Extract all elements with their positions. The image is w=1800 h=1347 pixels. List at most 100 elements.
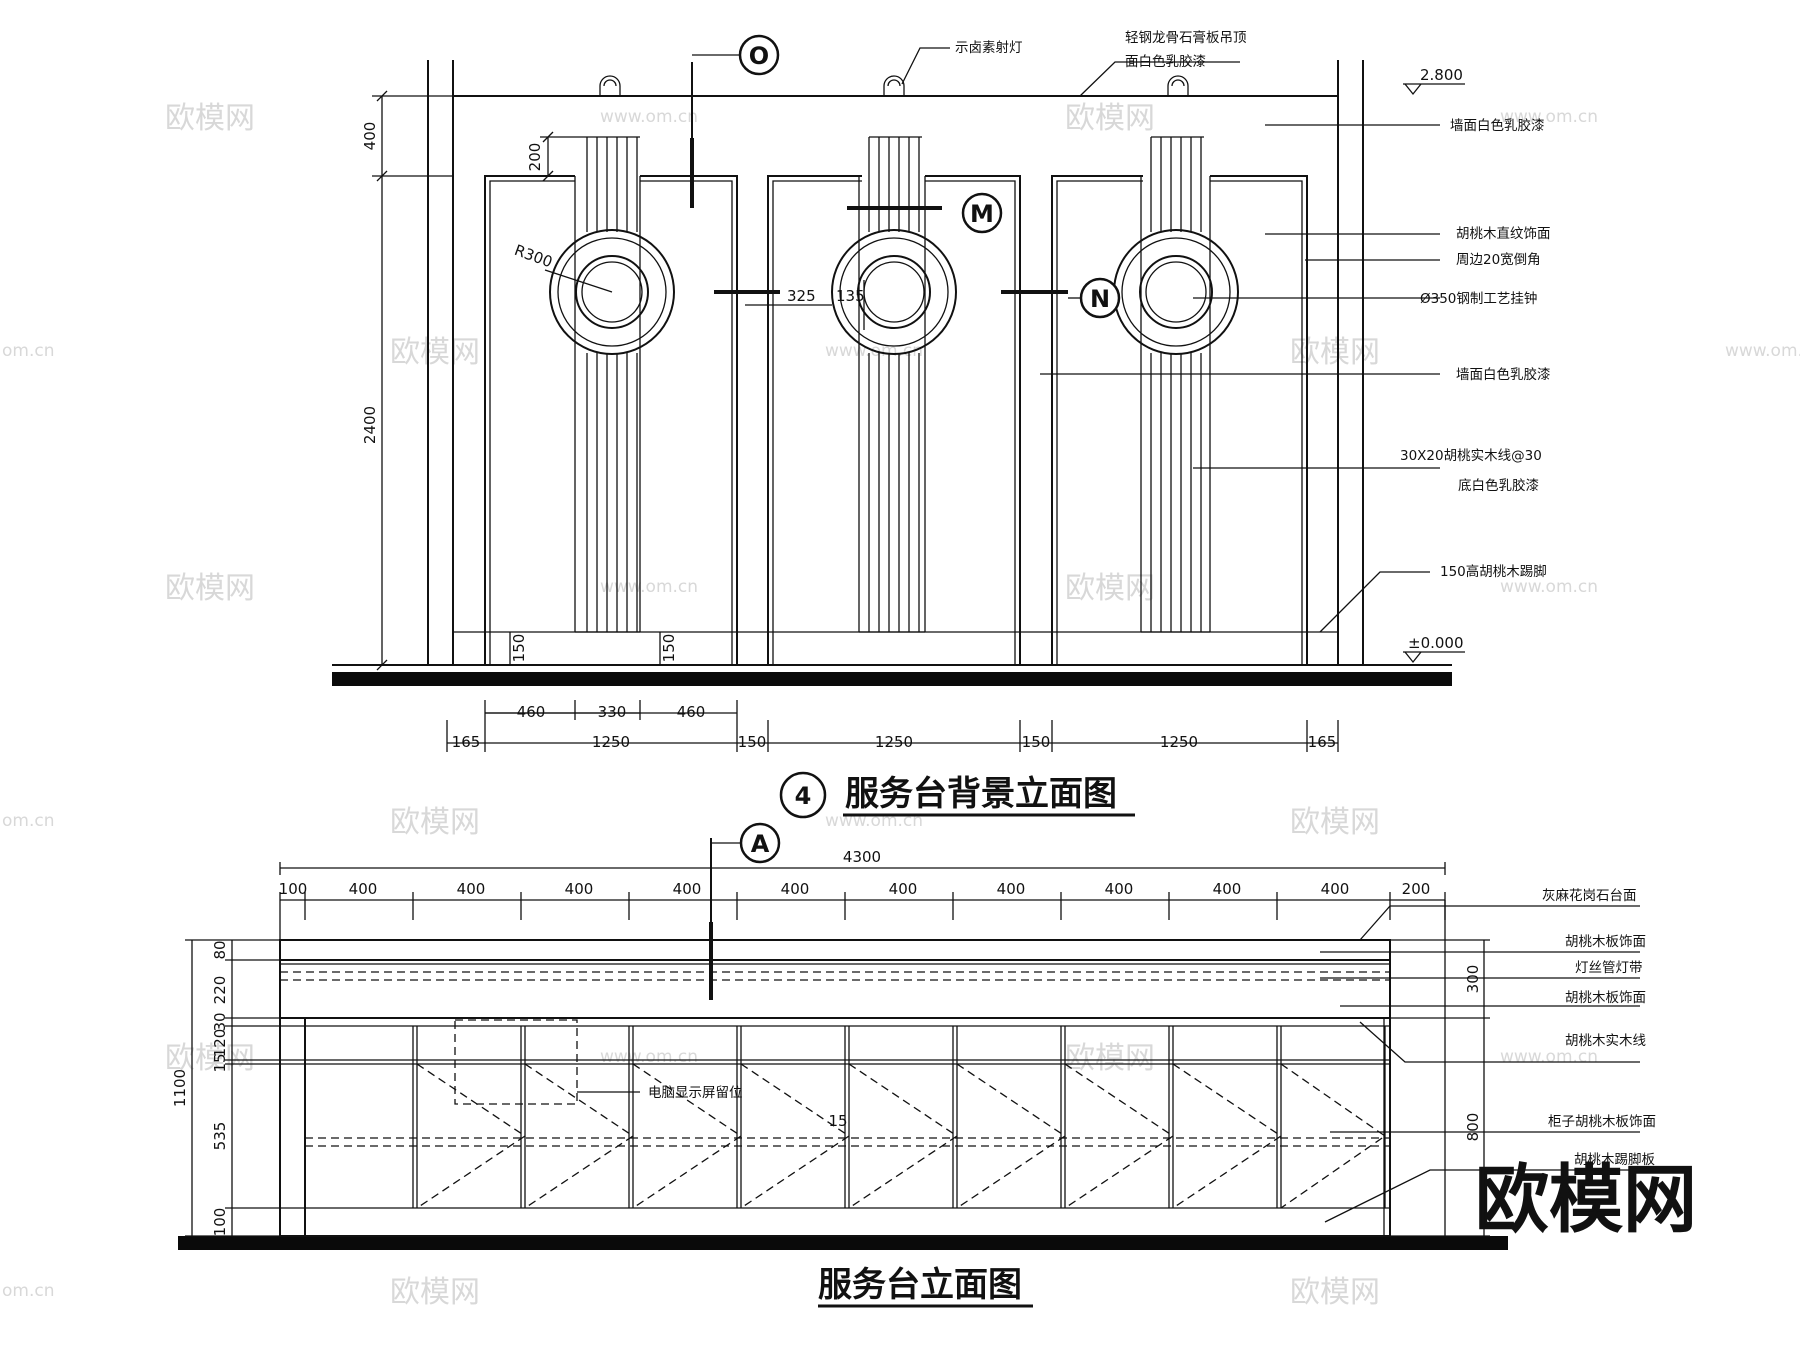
watermark-url: www.om.cn — [1500, 577, 1598, 597]
top-dim: 400 — [1105, 880, 1134, 898]
dim-165-b: 165 — [1308, 733, 1337, 751]
elevation-marker-top: 2.800 — [1403, 66, 1465, 96]
watermark-url: www.om.cn — [1500, 1047, 1598, 1067]
top-dim: 100 — [279, 880, 308, 898]
top-dim: 400 — [1321, 880, 1350, 898]
dim-1250-b: 1250 — [875, 733, 913, 751]
top-dim: 400 — [781, 880, 810, 898]
floor-slab-lower — [178, 1236, 1508, 1250]
dim-1250-a: 1250 — [592, 733, 630, 751]
elevation-top-label: 2.800 — [1420, 66, 1463, 84]
screen-reserve-box — [454, 1019, 578, 1105]
dim-135: 135 — [836, 287, 865, 305]
watermark-url: www.om.cn — [1500, 107, 1598, 127]
note-walnut-panel-2: 胡桃木板饰面 — [1565, 990, 1646, 1006]
dim-200: 200 — [526, 143, 544, 172]
watermark-brand: 欧模网 — [1065, 1041, 1155, 1076]
watermark-url: www.om.cn — [600, 1047, 698, 1067]
note-wall-clock: Ø350钢制工艺挂钟 — [1420, 290, 1537, 307]
note-walnut-veneer: 胡桃木直纹饰面 — [1456, 226, 1551, 242]
note-kickboard: 胡桃木踢脚板 — [1574, 1152, 1655, 1168]
section-tag-a: A — [751, 830, 770, 858]
left-dim-total: 1100 — [171, 1069, 189, 1107]
dim-150-left: 150 — [510, 634, 528, 663]
left-dim: 80 — [211, 940, 229, 959]
floor-slab — [332, 672, 1452, 686]
dim-460-a: 460 — [517, 703, 546, 721]
watermark-brand: 欧模网 — [165, 1041, 255, 1076]
dim-150-b: 150 — [1022, 733, 1051, 751]
top-dim: 400 — [1213, 880, 1242, 898]
section-tag-n: N — [1090, 285, 1110, 313]
left-dim: 30 — [211, 1012, 229, 1031]
dim-1250-c: 1250 — [1160, 733, 1198, 751]
section-marker-o: O — [738, 34, 780, 76]
cabinet-doors — [412, 1026, 1386, 1208]
dim-150-a: 150 — [738, 733, 767, 751]
section-marker-n: N — [1079, 277, 1121, 319]
section-marker-a: A — [739, 822, 781, 864]
lower-title: 服务台立面图 — [818, 1265, 1033, 1308]
title-number: 4 — [795, 782, 812, 810]
note-light-strip: 灯丝管灯带 — [1575, 960, 1643, 976]
note-chamfer: 周边20宽倒角 — [1456, 251, 1541, 268]
left-dim: 220 — [211, 976, 229, 1005]
note-walnut-molding: 胡桃木实木线 — [1565, 1033, 1646, 1049]
dim-150-right: 150 — [660, 634, 678, 663]
top-dim: 400 — [673, 880, 702, 898]
watermark-layer: 欧模网 欧模网 欧模网 欧模网 欧模网 欧模网 欧模网 欧模网 欧模网 欧模网 … — [2, 101, 1800, 1310]
total-width: 4300 — [843, 848, 881, 866]
note-wall-paint-2: 墙面白色乳胶漆 — [1456, 366, 1551, 383]
note-cabinet-panel: 柜子胡桃木板饰面 — [1548, 1114, 1656, 1130]
watermark-brand: 欧模网 — [1290, 805, 1380, 840]
door-swing-marks — [416, 1063, 1387, 1209]
screen-note: 电脑显示屏留位 — [648, 1085, 743, 1101]
top-dim: 400 — [565, 880, 594, 898]
note-walnut-molding: 30X20胡桃实木线@30 — [1400, 448, 1542, 464]
top-dim: 400 — [349, 880, 378, 898]
panel-3 — [1051, 136, 1308, 665]
left-dim: 15 — [211, 1053, 229, 1072]
note-skirting: 150高胡桃木踢脚 — [1440, 563, 1547, 580]
note-ceiling-1: 轻钢龙骨石膏板吊顶 — [1125, 29, 1247, 46]
upper-title-text: 服务台背景立面图 — [845, 774, 1117, 814]
spotlight-icon — [599, 75, 1189, 96]
left-dim: 100 — [211, 1208, 229, 1237]
top-dim: 400 — [889, 880, 918, 898]
top-dim: 200 — [1402, 880, 1431, 898]
backdrop-elevation: O M N R300 325 135 — [332, 29, 1551, 819]
panel-2 — [767, 136, 1021, 665]
note-walnut-panel: 胡桃木板饰面 — [1565, 934, 1646, 950]
panel-1 — [484, 136, 738, 665]
center-dim: 15 — [828, 1112, 847, 1130]
dim-165-a: 165 — [452, 733, 481, 751]
watermark-brand: 欧模网 — [1290, 335, 1380, 370]
watermark-brand: 欧模网 — [1065, 101, 1155, 136]
note-ceiling-2: 面白色乳胶漆 — [1125, 53, 1206, 70]
dim-400: 400 — [361, 122, 379, 151]
dim-325: 325 — [787, 287, 816, 305]
dim-330: 330 — [598, 703, 627, 721]
watermark-brand: 欧模网 — [1065, 571, 1155, 606]
watermark-url: www.om.cn — [600, 577, 698, 597]
watermark-brand: 欧模网 — [165, 571, 255, 606]
top-dim: 400 — [997, 880, 1026, 898]
watermark-brand: 欧模网 — [390, 805, 480, 840]
watermark-brand: 欧模网 — [390, 335, 480, 370]
watermark-brand: 欧模网 — [165, 101, 255, 136]
watermark-url: om.cn — [2, 1281, 55, 1301]
note-base-paint: 底白色乳胶漆 — [1458, 477, 1539, 494]
dim-2400: 2400 — [361, 406, 379, 444]
watermark-url: www.om.cn — [600, 107, 698, 127]
section-tag-m: M — [970, 200, 994, 228]
right-dim-800: 800 — [1464, 1113, 1482, 1142]
counter-elevation: 电脑显示屏留位 15 A — [171, 822, 1656, 1308]
lower-title-text: 服务台立面图 — [818, 1265, 1022, 1305]
brand-logo: 欧模网 — [1475, 1157, 1697, 1243]
dim-460-b: 460 — [677, 703, 706, 721]
note-wall-paint: 墙面白色乳胶漆 — [1450, 117, 1545, 134]
elevation-marker-base: ±0.000 — [1403, 634, 1465, 664]
left-dim: 535 — [211, 1122, 229, 1151]
radius-label: R300 — [512, 241, 555, 271]
